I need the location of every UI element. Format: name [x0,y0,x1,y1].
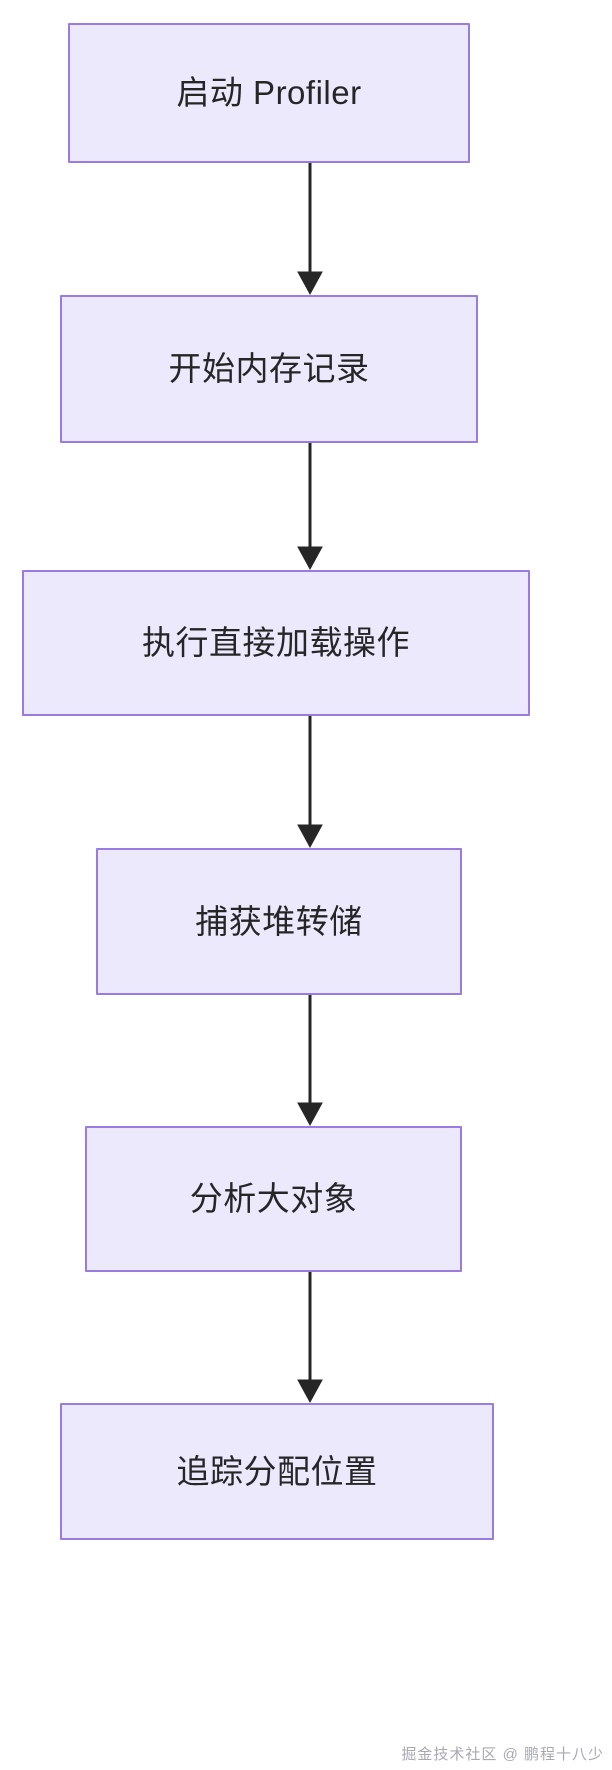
flow-node-label: 捕获堆转储 [195,902,363,940]
edge-arrowhead-4 [297,1102,323,1127]
flow-node-label: 分析大对象 [189,1180,358,1218]
flow-node-start-memory-recording[interactable]: 开始内存记录 [60,295,478,443]
flow-node-label: 执行直接加载操作 [142,624,410,662]
flow-node-execute-direct-load[interactable]: 执行直接加载操作 [22,570,530,716]
flow-node-analyze-large-objects[interactable]: 分析大对象 [85,1126,462,1272]
flow-node-label: 开始内存记录 [168,350,370,388]
flow-node-label: 追踪分配位置 [176,1452,378,1490]
flow-node-trace-allocation-site[interactable]: 追踪分配位置 [60,1403,494,1540]
edge-arrowhead-1 [297,271,323,296]
flow-node-capture-heap-dump[interactable]: 捕获堆转储 [96,848,462,995]
flow-node-label: 启动 Profiler [176,74,362,112]
edge-arrowhead-2 [297,546,323,571]
flow-node-start-profiler[interactable]: 启动 Profiler [68,23,470,163]
edge-arrowhead-5 [297,1379,323,1404]
watermark-label: 掘金技术社区 @ 鹏程十八少 [401,1746,604,1763]
edge-arrowhead-3 [297,824,323,849]
